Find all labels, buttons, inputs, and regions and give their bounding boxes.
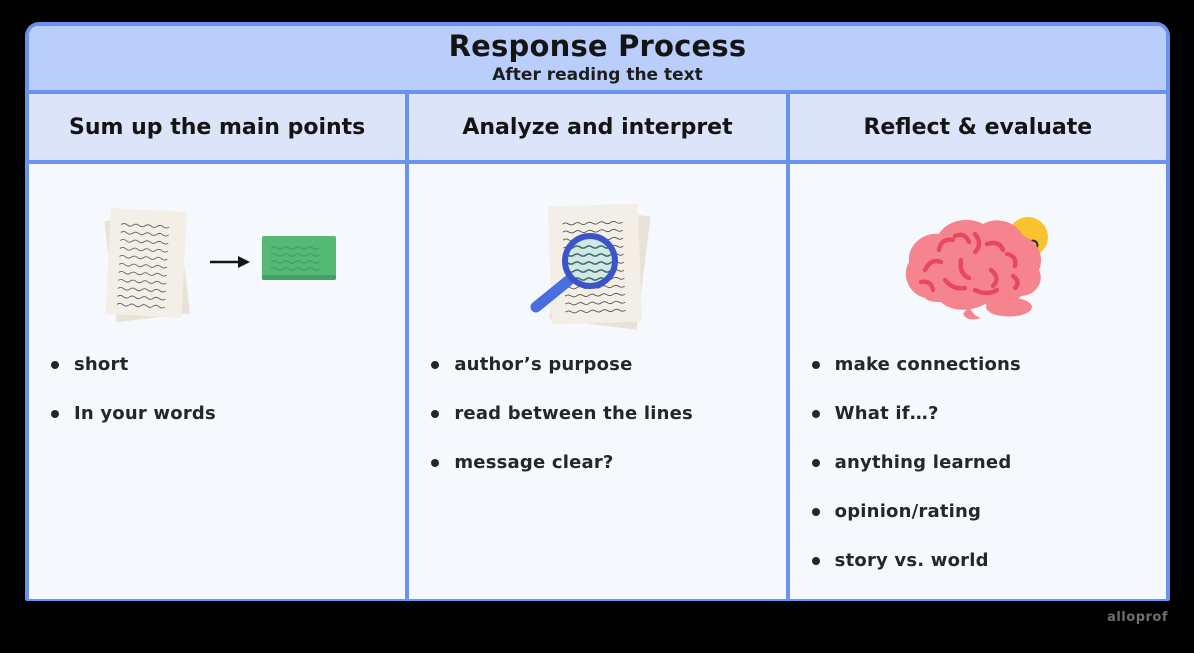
bullet-text: author’s purpose <box>454 354 633 375</box>
bullet-dot <box>431 361 440 369</box>
summary-note-icon <box>262 236 337 280</box>
list-item: message clear? <box>431 452 775 474</box>
list-item: In your words <box>51 403 395 425</box>
list-item: author’s purpose <box>431 354 775 376</box>
list-item: What if…? <box>811 403 1156 425</box>
paper-stack-icon <box>104 207 191 322</box>
bullet-text: story vs. world <box>834 550 989 571</box>
bullet-dot <box>811 557 820 565</box>
bullet-dot <box>811 410 820 418</box>
bullet-text: anything learned <box>834 452 1012 473</box>
bullet-text: make connections <box>834 354 1021 375</box>
bullet-text: In your words <box>74 403 216 424</box>
magnifier-paper-icon <box>530 203 651 330</box>
column-header-analyze: Analyze and interpret <box>405 94 785 160</box>
bullet-dot <box>811 508 820 516</box>
list-item: story vs. world <box>811 550 1156 572</box>
bullet-dot <box>51 361 59 369</box>
table-body: short In your words <box>29 164 1166 599</box>
alloprof-logo: alloprof <box>1107 610 1168 625</box>
column-header-sum-up: Sum up the main points <box>69 114 366 140</box>
page-subtitle: After reading the text <box>492 64 703 85</box>
column-body-reflect: make connections What if…? anything lear… <box>785 164 1166 599</box>
column-body-sum-up: short In your words <box>29 164 405 599</box>
bullet-list-analyze: author’s purpose read between the lines … <box>409 354 785 501</box>
brain-icon <box>906 219 1042 320</box>
list-item: read between the lines <box>431 403 775 425</box>
arrow-right-icon <box>210 256 251 268</box>
bullet-dot <box>51 410 59 418</box>
bullet-list-sum-up: short In your words <box>29 354 405 452</box>
column-header-reflect: Reflect & evaluate <box>785 94 1166 160</box>
summary-illustration <box>29 164 405 354</box>
bullet-text: read between the lines <box>454 403 693 424</box>
list-item: anything learned <box>811 452 1156 474</box>
analyze-illustration <box>409 164 785 354</box>
reflect-illustration <box>790 164 1166 354</box>
column-header-row: Sum up the main points Analyze and inter… <box>29 90 1166 164</box>
brain-lightbulb-icon <box>906 217 1049 320</box>
bullet-text: short <box>74 354 129 375</box>
list-item: opinion/rating <box>811 501 1156 523</box>
title-band: Response Process After reading the text <box>29 26 1166 90</box>
bullet-dot <box>811 361 820 369</box>
bullet-dot <box>431 410 440 418</box>
bullet-text: What if…? <box>834 403 939 424</box>
bullet-text: opinion/rating <box>834 501 982 522</box>
bullet-list-reflect: make connections What if…? anything lear… <box>790 354 1166 599</box>
column-body-analyze: author’s purpose read between the lines … <box>405 164 785 599</box>
bullet-dot <box>431 459 440 467</box>
list-item: short <box>51 354 395 376</box>
bullet-dot <box>811 459 820 467</box>
bullet-text: message clear? <box>454 452 614 473</box>
response-process-table: Response Process After reading the text … <box>25 22 1170 601</box>
list-item: make connections <box>811 354 1156 376</box>
page-title: Response Process <box>448 29 747 64</box>
